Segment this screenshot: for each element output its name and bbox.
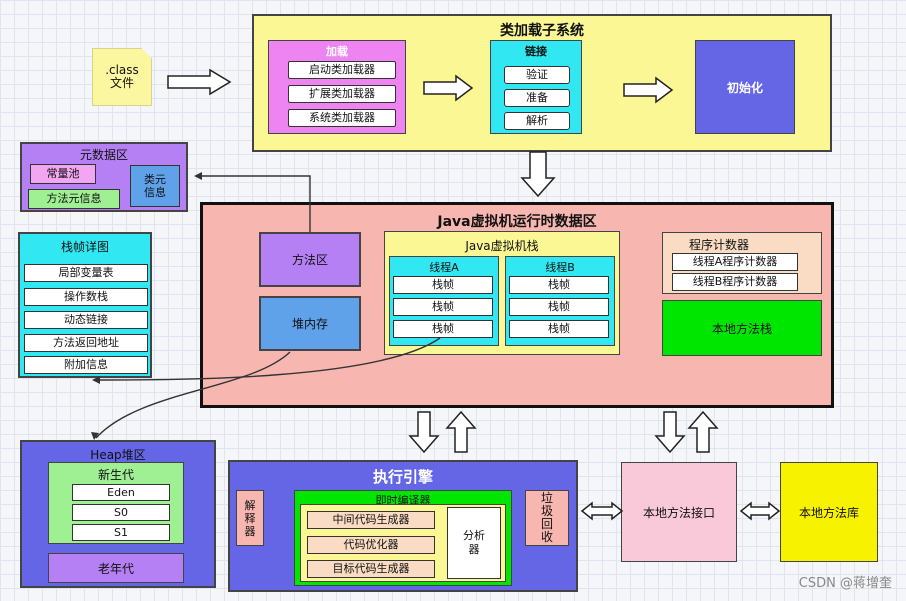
class-meta-label: 类元 信息 (144, 173, 166, 199)
thread-b-frame: 栈帧 (509, 320, 609, 338)
class-meta: 类元 信息 (130, 165, 180, 207)
prepare-step: 准备 (504, 89, 570, 107)
loading-title: 加载 (326, 45, 348, 58)
survivor-0: S0 (72, 504, 170, 521)
heap-memory: 堆内存 (259, 296, 361, 351)
thread-a-frame: 栈帧 (393, 276, 493, 294)
method-area: 方法区 (259, 232, 361, 287)
down-arrow-icon (520, 151, 556, 198)
dynamic-link: 动态链接 (24, 311, 148, 329)
method-area-to-metadata-connector (200, 175, 311, 232)
thread-b-title: 线程B (545, 261, 575, 274)
class-file-note: .class 文件 (92, 48, 152, 106)
down-arrow-icon (408, 411, 440, 454)
return-address: 方法返回地址 (24, 334, 148, 352)
ir-generator: 中间代码生成器 (307, 511, 435, 529)
right-arrow-icon (623, 76, 674, 104)
survivor-1: S1 (72, 524, 170, 541)
init-box: 初始化 (695, 40, 795, 134)
arrowhead-icon (92, 376, 100, 384)
heap-area-title: Heap堆区 (90, 448, 146, 462)
local-vars: 局部变量表 (24, 264, 148, 282)
thread-a-frame: 栈帧 (393, 320, 493, 338)
native-method-library: 本地方法库 (780, 462, 878, 562)
thread-b-pc: 线程B程序计数器 (672, 273, 798, 291)
arrowhead-icon (194, 172, 202, 180)
right-arrow-icon (423, 74, 474, 102)
jit-title: 即时编译器 (375, 494, 431, 507)
heap-memory-label: 堆内存 (291, 317, 328, 331)
extra-info: 附加信息 (24, 356, 148, 374)
up-arrow-icon (445, 410, 477, 453)
stack-frame-title: 栈帧详图 (60, 240, 109, 254)
class-file-label: .class 文件 (105, 63, 139, 90)
engine-title: 执行引擎 (372, 468, 433, 486)
class-loader-title: 类加载子系统 (500, 23, 584, 39)
verify-step: 验证 (504, 66, 570, 84)
thread-b-frame: 栈帧 (509, 276, 609, 294)
constant-pool: 常量池 (30, 164, 96, 184)
thread-a-title: 线程A (429, 261, 459, 274)
heap-to-heap-area-connector (95, 351, 291, 439)
operand-stack: 操作数栈 (24, 288, 148, 306)
garbage-collector: 垃 圾 回 收 (525, 490, 569, 546)
young-gen-title: 新生代 (97, 468, 134, 482)
native-method-stack: 本地方法栈 (662, 300, 822, 356)
jvm-stack-title: Java虚拟机栈 (465, 239, 539, 253)
native-method-interface: 本地方法接口 (621, 462, 737, 562)
frame-to-detail-connector (95, 337, 441, 381)
eden: Eden (72, 484, 170, 501)
thread-b-frame: 栈帧 (509, 298, 609, 316)
thread-a-pc: 线程A程序计数器 (672, 253, 798, 271)
watermark: CSDN @蒋增奎 (798, 576, 892, 591)
system-loader: 系统类加载器 (288, 109, 396, 127)
method-meta: 方法元信息 (28, 189, 120, 209)
target-code-generator: 目标代码生成器 (307, 560, 435, 578)
right-arrow-icon (167, 68, 232, 96)
old-gen: 老年代 (48, 553, 184, 583)
old-gen-label: 老年代 (97, 561, 134, 576)
linking-title: 链接 (525, 45, 547, 58)
code-optimizer: 代码优化器 (307, 536, 435, 554)
extension-loader: 扩展类加载器 (288, 85, 396, 103)
runtime-title: Java虚拟机运行时数据区 (437, 214, 597, 230)
method-area-label: 方法区 (291, 253, 328, 267)
up-arrow-icon (687, 410, 719, 453)
thread-a-frame: 栈帧 (393, 298, 493, 316)
interpreter: 解 释 器 (236, 490, 264, 546)
program-counter-title: 程序计数器 (689, 238, 750, 252)
metadata-title: 元数据区 (79, 148, 128, 162)
double-arrow-icon (580, 501, 624, 521)
interpreter-label: 解 释 器 (244, 498, 256, 538)
analyzer-label: 分析 器 (463, 529, 485, 556)
gc-label: 垃 圾 回 收 (540, 491, 553, 544)
down-arrow-icon (654, 411, 686, 454)
analyzer: 分析 器 (447, 507, 501, 579)
bootstrap-loader: 启动类加载器 (288, 61, 396, 79)
resolve-step: 解析 (504, 112, 570, 130)
native-library-label: 本地方法库 (798, 505, 859, 520)
arrowhead-icon (91, 432, 99, 440)
init-title: 初始化 (726, 80, 763, 95)
native-interface-label: 本地方法接口 (642, 505, 715, 520)
native-stack-label: 本地方法栈 (711, 321, 772, 336)
double-arrow-icon (739, 501, 781, 521)
